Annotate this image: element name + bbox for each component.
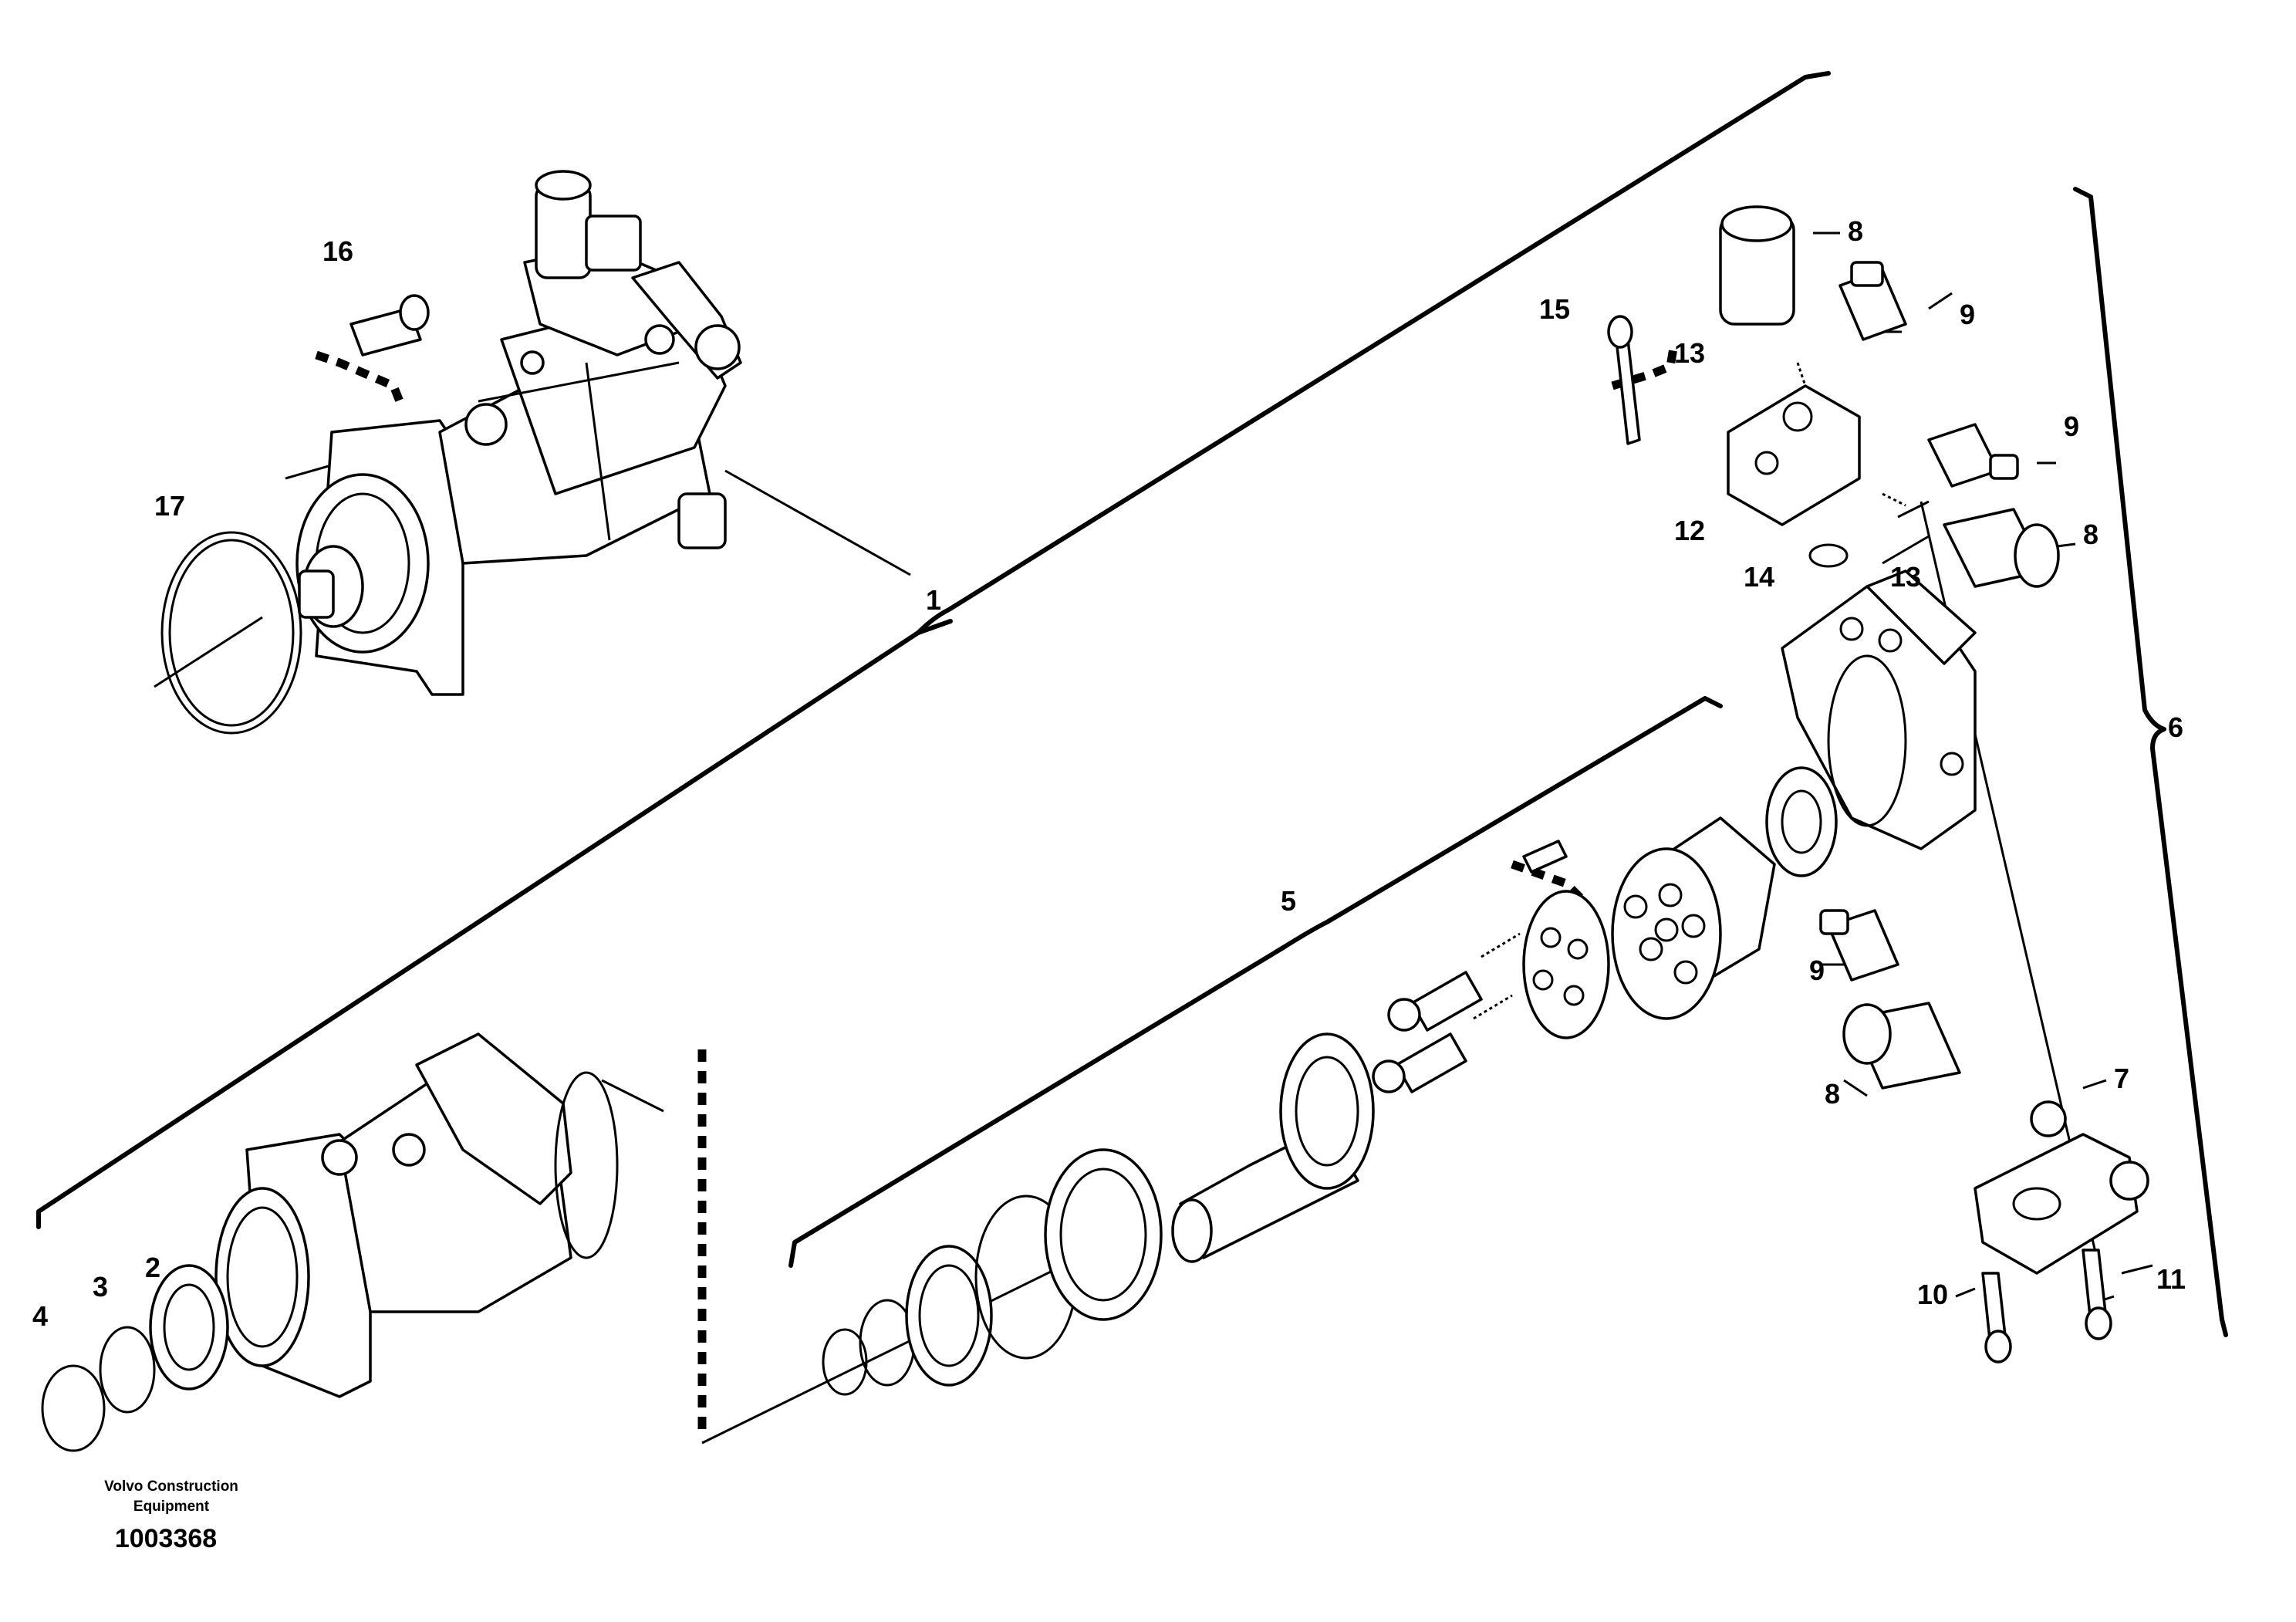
cylinder-block (1611, 816, 1776, 1020)
circlip-lower (822, 1328, 868, 1396)
plug-part-9-top (1838, 261, 1907, 341)
callout-9-lower: 9 (1809, 955, 1825, 986)
ring-part-3 (99, 1326, 156, 1414)
drive-shaft (1171, 1032, 1375, 1263)
callout-16: 16 (322, 235, 353, 267)
plug-part-9-right (1927, 423, 2019, 488)
drawing-number: 1003368 (115, 1524, 217, 1553)
callout-2: 2 (145, 1252, 160, 1283)
o-ring-part-17 (160, 531, 302, 735)
footer-block: Volvo Construction Equipment 1003368 (104, 1478, 238, 1553)
bearing-lower-1 (905, 1245, 993, 1387)
callout-15: 15 (1539, 293, 1570, 325)
plug-part-9-lower (1819, 909, 1899, 982)
callout-8-lower: 8 (1825, 1078, 1840, 1110)
callout-9-top: 9 (1960, 299, 1975, 330)
callout-5: 5 (1281, 885, 1296, 917)
callout-13-top: 13 (1674, 337, 1705, 369)
screw-cylinder (1522, 840, 1568, 874)
callout-8-top: 8 (1848, 215, 1863, 247)
housing-lower-left (214, 1032, 619, 1398)
bracket-group-6 (2073, 187, 2228, 1337)
callout-10: 10 (1917, 1279, 1948, 1310)
company-name-line2: Equipment (133, 1499, 210, 1515)
screw-part-15 (1607, 315, 1641, 445)
solenoid-part-8-top (1719, 205, 1795, 326)
callout-4: 4 (32, 1300, 48, 1332)
retaining-plate (1522, 890, 1610, 1039)
solenoid-part-8-lower (1842, 1002, 1961, 1090)
valve-block-part-12 (1727, 384, 1861, 526)
motor-assembly-top (295, 170, 742, 696)
spring-part-13-top (1796, 362, 1807, 387)
screw-part-16 (349, 294, 430, 357)
pistons (1372, 932, 1521, 1093)
o-ring-part-14 (1808, 543, 1849, 568)
callout-7: 7 (2114, 1063, 2129, 1094)
circlip-part-4 (41, 1364, 106, 1452)
bearing-part-2 (149, 1264, 229, 1391)
callout-labels: 1 2 3 4 5 6 7 8 8 8 9 9 9 10 11 12 13 13… (32, 215, 2186, 1332)
callout-9-right: 9 (2064, 411, 2079, 442)
screw-part-10 (1981, 1272, 2012, 1363)
callout-11: 11 (2156, 1263, 2186, 1295)
callout-17: 17 (154, 490, 185, 522)
callout-14: 14 (1744, 561, 1774, 593)
port-plate-housing (1781, 569, 1977, 850)
bracket-group-1 (36, 71, 1831, 1229)
solenoid-part-8-right (1943, 508, 2060, 588)
callout-1: 1 (926, 584, 941, 616)
callout-8-right: 8 (2083, 519, 2098, 550)
spring-part-13-right (1882, 492, 1906, 507)
control-lens (1765, 766, 1838, 877)
bearing-lower-2 (1044, 1148, 1163, 1321)
callout-6: 6 (2168, 711, 2183, 743)
company-name-line1: Volvo Construction (104, 1478, 238, 1495)
callout-13-right: 13 (1890, 561, 1921, 593)
callout-12: 12 (1674, 515, 1705, 546)
callout-3: 3 (93, 1271, 108, 1303)
valve-block-part-7 (1974, 1100, 2149, 1275)
screw-part-11 (2082, 1249, 2112, 1340)
bracket-group-5 (788, 696, 1723, 1268)
